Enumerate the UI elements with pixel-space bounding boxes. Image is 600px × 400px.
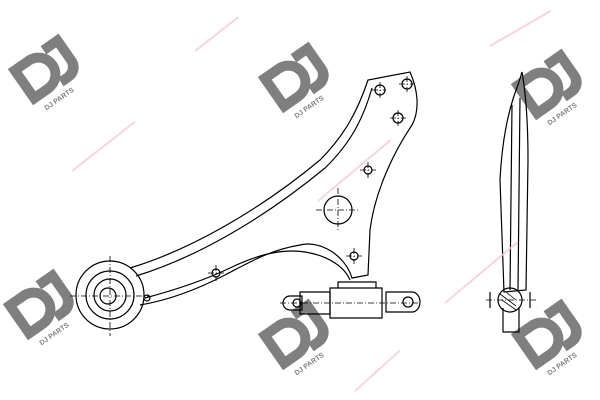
rear-bushing (329, 281, 383, 319)
dj-logo-bottom-left (2, 268, 87, 352)
dj-logo-bottom-right (510, 298, 595, 382)
ball-joint (385, 291, 421, 313)
dj-logo-top-center (257, 41, 342, 125)
dj-logo-top-right (510, 48, 595, 132)
control-arm-front-view (70, 71, 421, 336)
dj-logo-top-left (7, 33, 92, 117)
control-arm-side-view (486, 71, 536, 333)
